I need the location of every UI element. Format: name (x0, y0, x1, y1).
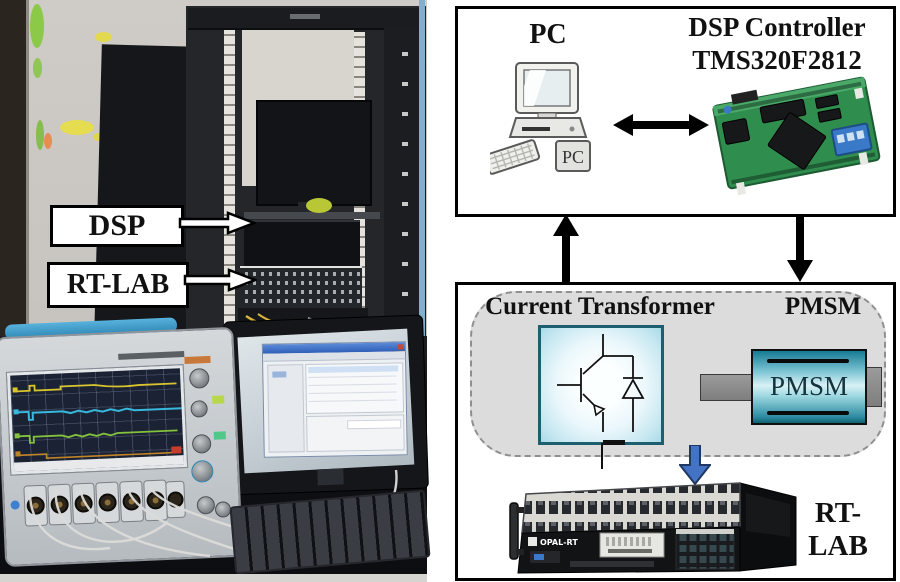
app-grid-header (308, 365, 399, 373)
opalrt-logo-text: OPAL-RT (540, 538, 578, 547)
rtlab-simulator-graphic: OPAL-RT (509, 482, 797, 574)
dsp-callout-box: DSP (50, 205, 184, 247)
rtlab-diagram-label: RT-LAB (808, 497, 868, 562)
scope-input-row (10, 471, 189, 541)
motor-shaft-left (700, 374, 758, 401)
rack-brand-mark (290, 14, 320, 19)
app-toolbar (262, 351, 406, 362)
motor-top-bar (767, 359, 849, 363)
floor-strip (0, 574, 427, 582)
door-frame-edge (26, 0, 29, 340)
paint-smudge (44, 133, 52, 149)
app-side-panel (267, 364, 305, 453)
paint-smudge (95, 32, 112, 42)
scope-button-green (212, 395, 225, 404)
oscilloscope (0, 313, 244, 571)
paint-smudge (33, 58, 42, 78)
rack-dsp-unit (244, 220, 360, 266)
rtlab-callout-box: RT-LAB (47, 262, 189, 308)
app-close-icon (397, 344, 403, 350)
pmsm-motor-body: PMSM (751, 349, 867, 425)
igbt-bottom-tab (603, 440, 625, 445)
paint-smudge (30, 4, 44, 48)
app-lower-panel (306, 414, 405, 453)
app-window (261, 341, 408, 458)
plant-rtlab-box: Current Transformer PMSM (455, 282, 896, 581)
rack-blue-edge (419, 0, 425, 336)
scope-bnc-connectors (23, 479, 186, 527)
rack-rail-left (224, 30, 235, 332)
app-field (347, 419, 402, 430)
motor-text: PMSM (769, 371, 849, 401)
pc-label: PC (529, 19, 567, 50)
igbt-symbol-icon (557, 334, 645, 432)
dsp-callout-label: DSP (88, 209, 146, 242)
bidirectional-arrow-icon (613, 114, 709, 136)
dsp-title-line1: DSP Controller (688, 12, 866, 42)
dsp-callout-arrow-icon (178, 211, 256, 235)
app-grid-line (308, 383, 397, 386)
rack-top-bar (188, 8, 422, 30)
paint-smudge (60, 120, 94, 135)
app-tree-item (272, 371, 287, 378)
pc-dsp-box: PC DSP Controller TMS320F2812 P (455, 6, 896, 217)
current-transformer-label: Current Transformer (485, 293, 715, 320)
dsp-title-line2: TMS320F2812 (692, 45, 862, 75)
rtlab-callout-arrow-icon (183, 268, 257, 292)
scope-button-teal (213, 431, 226, 440)
scope-screen (5, 364, 189, 476)
scope-knob (188, 367, 210, 389)
dsp-board-graphic (712, 76, 881, 196)
rack-monitor (256, 100, 372, 206)
scope-button-orange (184, 355, 211, 365)
scope-knob (191, 433, 212, 454)
blue-arrow-down-icon (679, 445, 711, 485)
rack-rtlab-unit (240, 266, 362, 308)
scope-top-readout (118, 351, 185, 360)
arrow-up-icon (553, 214, 579, 282)
arrow-down-icon (787, 214, 813, 282)
dsp-controller-title: DSP Controller TMS320F2812 (663, 11, 891, 77)
igbt-drop-line (601, 443, 603, 469)
motor-bottom-bar (767, 411, 849, 415)
desk-monitor-screen (237, 328, 415, 474)
app-grid-panel (305, 362, 405, 415)
scope-run-button (171, 446, 182, 454)
yellow-object (306, 198, 332, 213)
app-grid-line (308, 391, 397, 394)
scope-body (0, 326, 244, 568)
pc-computer-icon: PC (490, 62, 591, 175)
pc-icon-text: PC (562, 147, 584, 167)
pmsm-label: PMSM (784, 293, 862, 320)
lab-photo: DSP RT-LAB (0, 0, 431, 582)
paint-smudge (36, 120, 44, 150)
rack-shelf (244, 212, 380, 219)
current-transformer-igbt-box (538, 325, 664, 445)
doorway-shadow (0, 0, 26, 340)
rtlab-callout-label: RT-LAB (66, 269, 170, 300)
scope-knob (190, 400, 208, 418)
app-grid-line (308, 375, 397, 378)
app-grid-line (308, 399, 397, 402)
